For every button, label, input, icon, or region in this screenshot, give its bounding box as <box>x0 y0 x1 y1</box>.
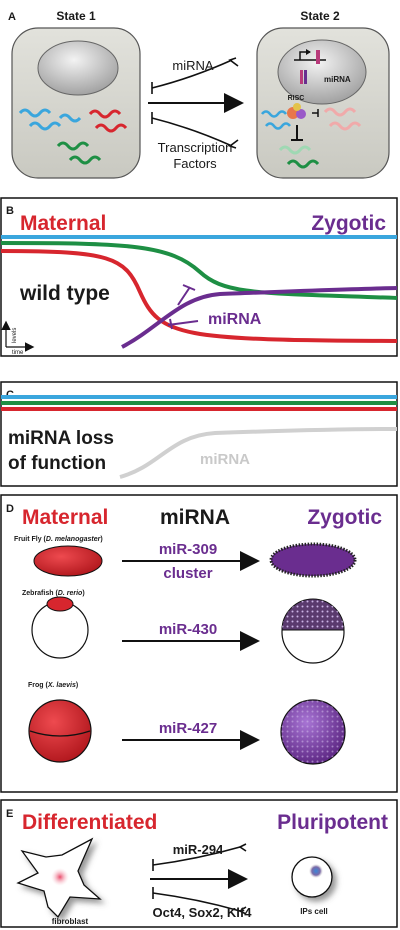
panel-b-zygotic: Zygotic <box>311 212 386 235</box>
mir-294-label: miR-294 <box>173 842 224 857</box>
reprogramming-factors-label: Oct4, Sox2, Klf4 <box>153 905 253 920</box>
transition-arrows <box>148 57 244 149</box>
tf-label-line2: Factors <box>173 156 217 171</box>
risc-label: RISC <box>288 95 305 102</box>
zebrafish-blastoderm <box>46 596 74 612</box>
ips-nucleus <box>309 864 323 878</box>
ips-cell <box>291 856 333 898</box>
panel-a-mirna-label: miRNA <box>172 58 213 73</box>
frog-mirna: miR-427 <box>159 720 217 737</box>
ips-cell-label: IPs cell <box>300 907 328 916</box>
fly-organism-label: Fruit Fly (D. melanogaster) <box>14 536 103 543</box>
state1-cell <box>11 27 141 179</box>
zebrafish-organism-label: Zebrafish (D. rerio) <box>22 590 85 597</box>
zebrafish-mirna: miR-430 <box>159 621 217 638</box>
frog-organism-label: Frog (X. laevis) <box>28 682 78 689</box>
panel-b-plot: B Maternal Zygotic wild type miRNA level… <box>0 197 398 357</box>
x-axis-label: time <box>12 350 24 356</box>
repression-mark-2 <box>167 320 199 326</box>
panel-b-frame <box>0 197 398 357</box>
y-axis-label: levels <box>12 328 18 343</box>
state1-label: State 1 <box>56 9 96 23</box>
green-transcript-line <box>0 241 398 300</box>
panel-b-mirna-label: miRNA <box>208 311 262 328</box>
tf-label-line1: Transcription <box>158 140 233 155</box>
panel-a-diagram: A State 1 State 2 miRNA Transcription Fa… <box>8 9 390 179</box>
maternal-transcript-line <box>0 249 398 343</box>
panel-c-mirna-line <box>119 427 398 479</box>
fibroblast-nucleus <box>51 868 69 886</box>
differentiated-label: Differentiated <box>22 811 157 834</box>
panel-b-maternal: Maternal <box>20 212 106 235</box>
panel-d-diagram: D Maternal miRNA Zygotic Fruit Fly (D. m… <box>0 494 398 793</box>
panel-c: C miRNA loss of function miRNA <box>0 381 398 488</box>
fly-mirna-line1: miR-309 <box>159 541 217 558</box>
zygotic-mirna-line <box>121 286 398 349</box>
pluripotent-label: Pluripotent <box>277 811 388 834</box>
panel-d-zygotic: Zygotic <box>307 506 382 529</box>
panel-e: E Differentiated Pluripotent fibroblast … <box>0 799 398 929</box>
panel-c-plot: C miRNA loss of function miRNA <box>0 381 398 487</box>
panel-b: B Maternal Zygotic wild type miRNA level… <box>0 197 398 357</box>
panel-a: A State 1 State 2 miRNA Transcription Fa… <box>0 0 398 190</box>
fly-zygotic-embryo <box>269 542 357 578</box>
wild-type-label: wild type <box>19 282 110 305</box>
fly-maternal-embryo <box>33 545 103 577</box>
panel-e-letter: E <box>6 808 13 820</box>
panel-d-letter: D <box>6 503 14 515</box>
panel-d: D Maternal miRNA Zygotic Fruit Fly (D. m… <box>0 494 398 794</box>
panel-d-maternal: Maternal <box>22 506 108 529</box>
frog-maternal-embryo <box>28 699 92 763</box>
panel-b-letter: B <box>6 205 14 217</box>
repression-mark-1 <box>177 286 191 306</box>
loss-label-line2: of function <box>8 453 106 474</box>
panel-d-mirna-header: miRNA <box>160 506 230 529</box>
fibroblast-label: fibroblast <box>52 917 89 926</box>
state2-mirna-label: miRNA <box>324 75 351 84</box>
panel-c-mirna-label: miRNA <box>200 451 250 468</box>
panel-a-letter: A <box>8 11 16 23</box>
fly-mirna-line2: cluster <box>163 565 212 582</box>
state2-cell <box>256 27 390 179</box>
state2-label: State 2 <box>300 9 340 23</box>
loss-label-line1: miRNA loss <box>8 428 114 449</box>
panel-e-diagram: E Differentiated Pluripotent fibroblast … <box>0 799 398 928</box>
